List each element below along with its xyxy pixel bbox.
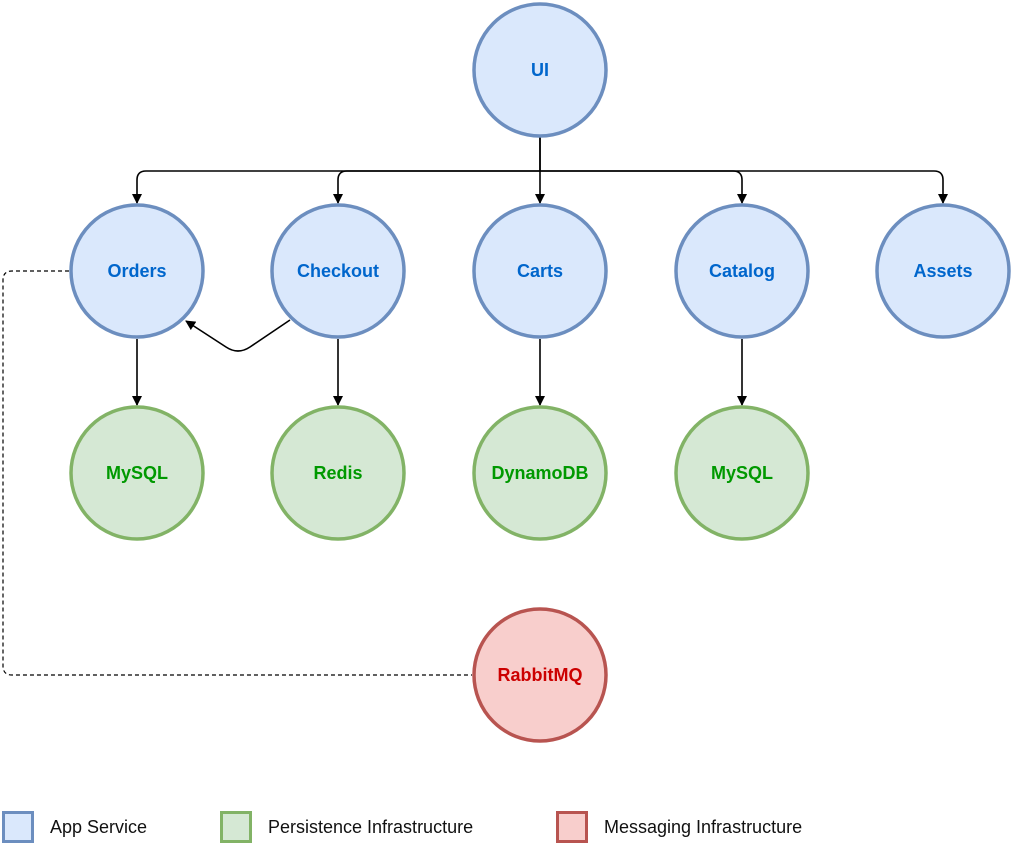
node-circle-redis <box>270 405 406 541</box>
node-ui: UI <box>472 2 608 138</box>
node-label-mysql-orders: MySQL <box>106 463 168 483</box>
node-carts: Carts <box>472 203 608 339</box>
node-redis: Redis <box>270 405 406 541</box>
node-circle-carts <box>472 203 608 339</box>
legend-swatch-persistence <box>220 811 252 843</box>
node-label-dynamodb: DynamoDB <box>491 463 588 483</box>
node-circle-mysql-orders <box>69 405 205 541</box>
node-circle-catalog <box>674 203 810 339</box>
legend-label-messaging: Messaging Infrastructure <box>604 816 803 837</box>
node-circle-ui <box>472 2 608 138</box>
node-circle-dynamodb <box>472 405 608 541</box>
node-mysql-catalog: MySQL <box>674 405 810 541</box>
node-label-assets: Assets <box>913 261 972 281</box>
node-circle-rabbitmq <box>472 607 608 743</box>
edge-checkout-orders <box>185 319 291 352</box>
legend-item-app-service: App Service <box>2 808 147 846</box>
node-circle-checkout <box>270 203 406 339</box>
node-label-ui: UI <box>531 60 549 80</box>
node-label-carts: Carts <box>517 261 563 281</box>
node-circle-assets <box>875 203 1011 339</box>
edges-layer <box>2 137 948 676</box>
node-dynamodb: DynamoDB <box>472 405 608 541</box>
edge-ui-assets <box>540 170 948 204</box>
node-label-checkout: Checkout <box>297 261 379 281</box>
node-catalog: Catalog <box>674 203 810 339</box>
node-mysql-orders: MySQL <box>69 405 205 541</box>
node-checkout: Checkout <box>270 203 406 339</box>
legend-swatch-messaging <box>556 811 588 843</box>
legend-label-persistence: Persistence Infrastructure <box>268 816 474 837</box>
node-label-redis: Redis <box>313 463 362 483</box>
node-assets: Assets <box>875 203 1011 339</box>
edge-ui-orders <box>132 170 540 204</box>
node-orders: Orders <box>69 203 205 339</box>
node-rabbitmq: RabbitMQ <box>472 607 608 743</box>
edge-ui-checkout <box>333 170 540 204</box>
node-circle-mysql-catalog <box>674 405 810 541</box>
legend-item-messaging: Messaging Infrastructure <box>556 808 802 846</box>
node-label-catalog: Catalog <box>709 261 775 281</box>
edge-ui-catalog <box>540 170 747 204</box>
node-label-orders: Orders <box>107 261 166 281</box>
node-circle-orders <box>69 203 205 339</box>
legend-swatch-app-service <box>2 811 34 843</box>
legend-item-persistence: Persistence Infrastructure <box>220 808 473 846</box>
node-label-mysql-catalog: MySQL <box>711 463 773 483</box>
node-label-rabbitmq: RabbitMQ <box>498 665 583 685</box>
legend-label-app-service: App Service <box>50 816 148 837</box>
